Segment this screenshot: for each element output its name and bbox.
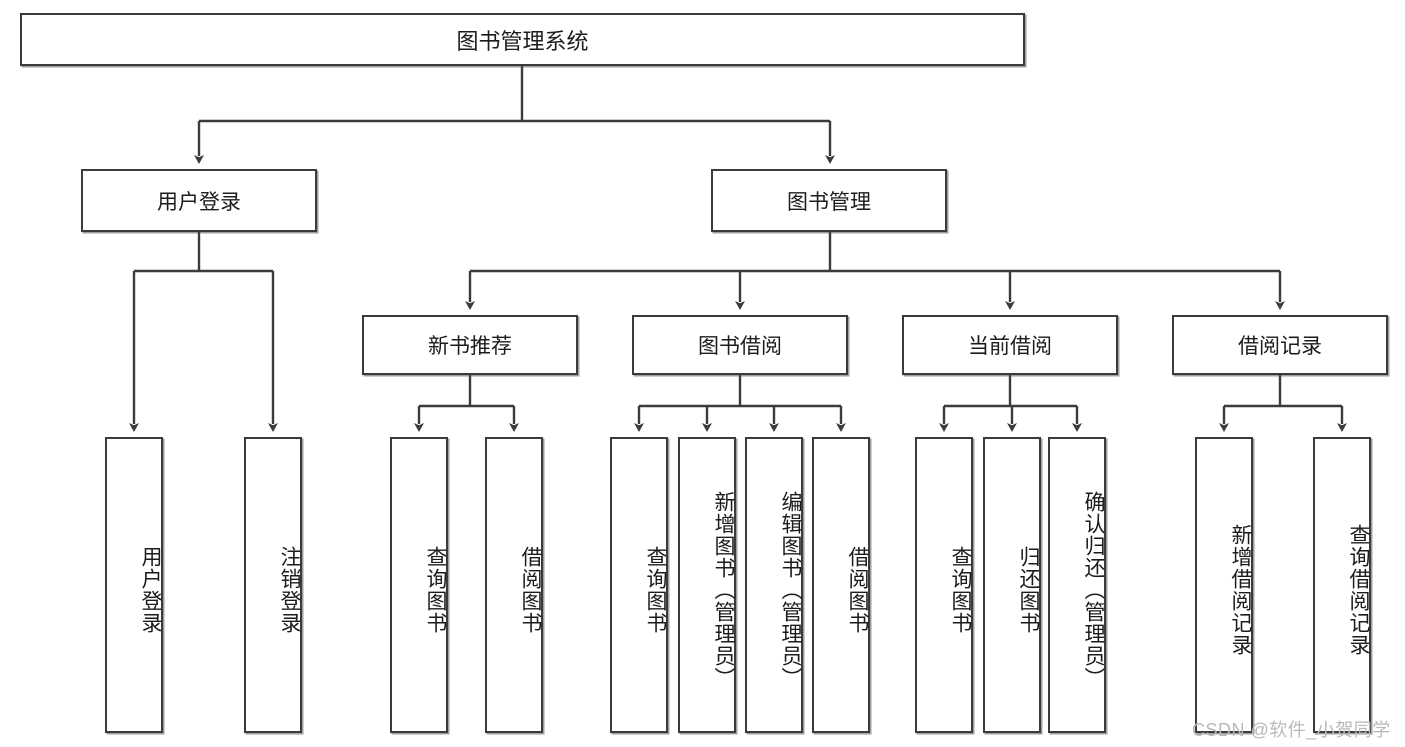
node-leaf-edit-book-label: 编辑图书（管理员）	[779, 491, 802, 689]
node-leaf-add-record[interactable]: 新增借阅记录	[1195, 437, 1253, 733]
node-leaf-user-logout[interactable]: 注销登录	[244, 437, 302, 733]
node-leaf-user-login-label: 用户登录	[139, 546, 162, 634]
node-book-manage-label: 图书管理	[787, 190, 871, 214]
node-leaf-borrow-book-2-label: 借阅图书	[846, 546, 869, 634]
node-user-login[interactable]: 用户登录	[81, 169, 317, 232]
node-new-book-rec-label: 新书推荐	[428, 335, 512, 358]
node-new-book-rec[interactable]: 新书推荐	[362, 315, 578, 375]
node-leaf-query-book-3-label: 查询图书	[949, 546, 972, 634]
node-root[interactable]: 图书管理系统	[20, 13, 1025, 66]
node-leaf-edit-book[interactable]: 编辑图书（管理员）	[745, 437, 803, 733]
node-user-login-label: 用户登录	[157, 190, 241, 214]
node-current-borrow[interactable]: 当前借阅	[902, 315, 1118, 375]
node-leaf-query-book-2-label: 查询图书	[644, 546, 667, 634]
node-leaf-query-book-1[interactable]: 查询图书	[390, 437, 448, 733]
node-leaf-query-book-2[interactable]: 查询图书	[610, 437, 668, 733]
node-book-borrow-label: 图书借阅	[698, 335, 782, 358]
node-borrow-record-label: 借阅记录	[1238, 335, 1322, 358]
node-leaf-query-book-1-label: 查询图书	[424, 546, 447, 634]
node-leaf-query-book-3[interactable]: 查询图书	[915, 437, 973, 733]
node-current-borrow-label: 当前借阅	[968, 335, 1052, 358]
node-leaf-query-record[interactable]: 查询借阅记录	[1313, 437, 1371, 733]
node-leaf-query-record-label: 查询借阅记录	[1347, 524, 1370, 656]
node-leaf-return-book[interactable]: 归还图书	[983, 437, 1041, 733]
node-leaf-confirm-return-label: 确认归还（管理员）	[1082, 491, 1105, 689]
node-borrow-record[interactable]: 借阅记录	[1172, 315, 1388, 375]
node-leaf-borrow-book-1[interactable]: 借阅图书	[485, 437, 543, 733]
csdn-watermark: CSDN @软件_小贺同学	[1192, 720, 1391, 740]
node-leaf-add-record-label: 新增借阅记录	[1229, 524, 1252, 656]
node-leaf-user-logout-label: 注销登录	[278, 546, 301, 634]
node-book-borrow[interactable]: 图书借阅	[632, 315, 848, 375]
node-leaf-borrow-book-2[interactable]: 借阅图书	[812, 437, 870, 733]
node-root-label: 图书管理系统	[456, 28, 589, 54]
node-leaf-add-book[interactable]: 新增图书（管理员）	[678, 437, 736, 733]
node-leaf-confirm-return[interactable]: 确认归还（管理员）	[1048, 437, 1106, 733]
node-leaf-return-book-label: 归还图书	[1017, 546, 1040, 634]
node-leaf-add-book-label: 新增图书（管理员）	[712, 491, 735, 689]
node-book-manage[interactable]: 图书管理	[711, 169, 947, 232]
node-leaf-borrow-book-1-label: 借阅图书	[519, 546, 542, 634]
node-leaf-user-login[interactable]: 用户登录	[105, 437, 163, 733]
